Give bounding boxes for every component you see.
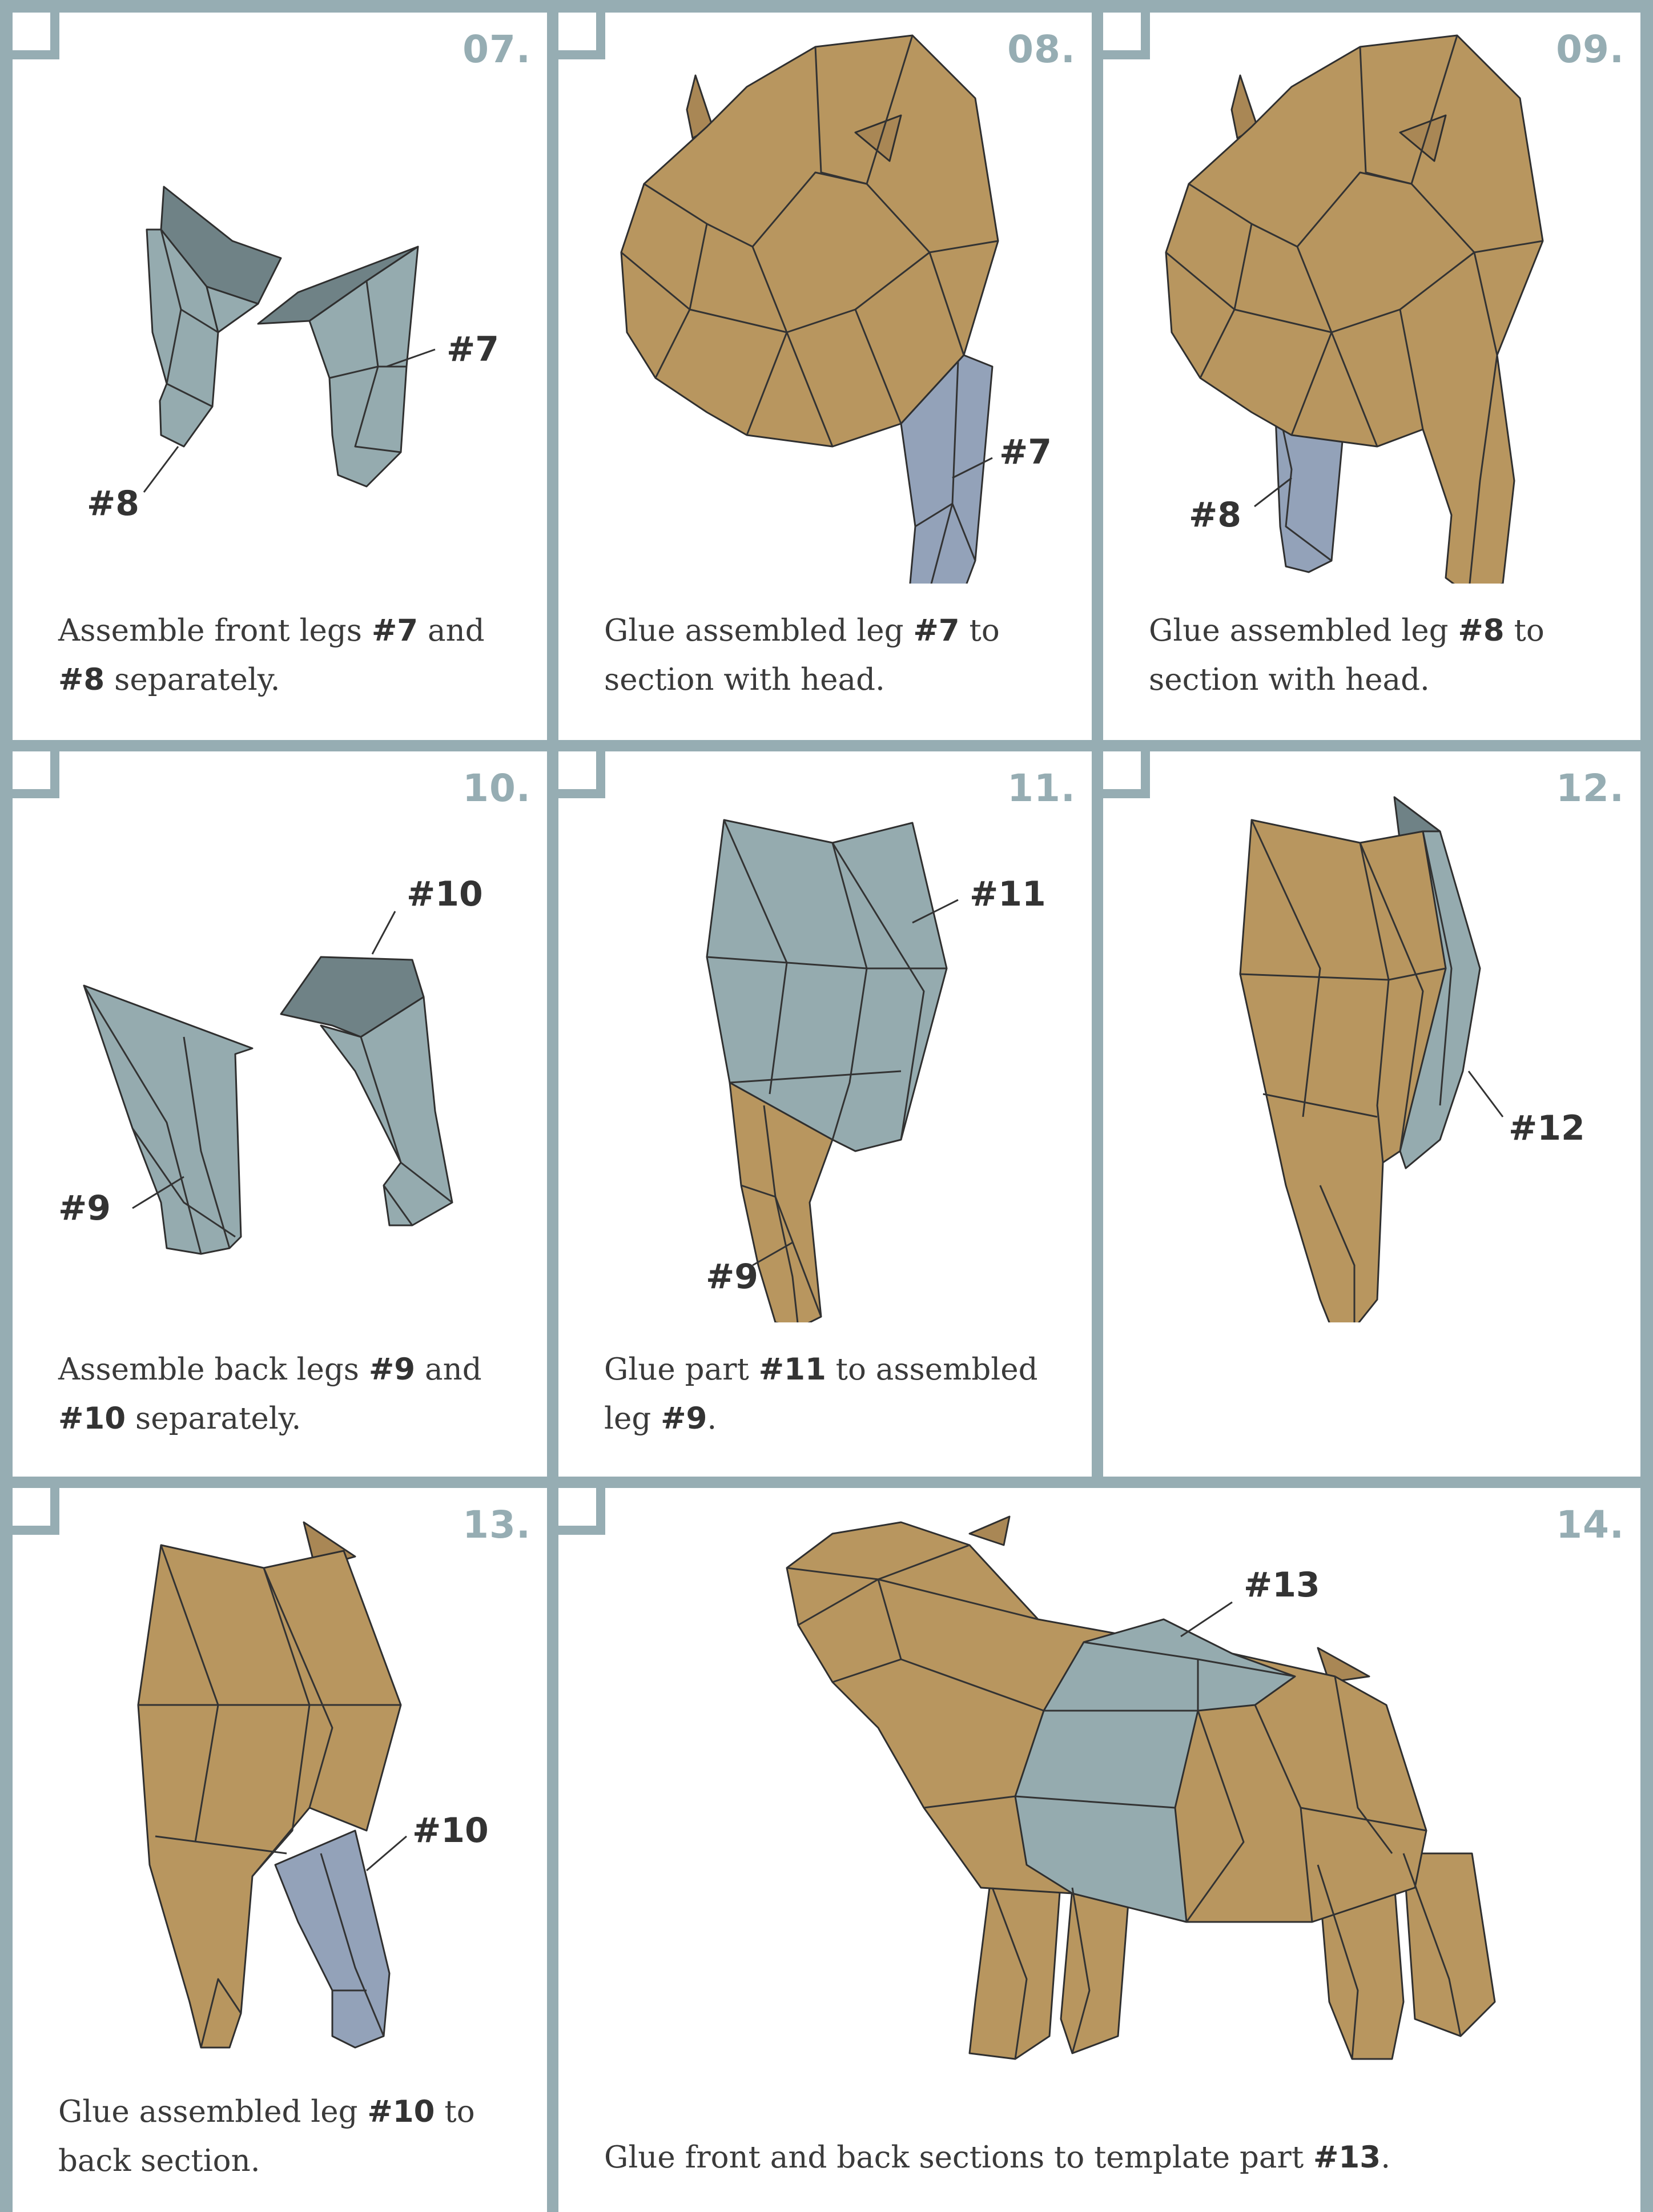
step-08-caption: Glue assembled leg #7 to section with he… xyxy=(604,606,1072,705)
step-13-panel: 13. #10 Glue assembled leg #10 to back s… xyxy=(13,1488,547,2212)
step-10-illustration: #9 #10 xyxy=(13,751,547,1322)
step-14-illustration: #13 xyxy=(558,1488,1640,2088)
step-14-panel: 14. xyxy=(558,1488,1640,2212)
label-part-8: #8 xyxy=(1189,495,1241,535)
step-09-panel: 09. #8 Glue assembled leg #8 to section … xyxy=(1103,13,1640,740)
step-10-panel: 10. #9 #10 Assemble back legs #9 and #10… xyxy=(13,751,547,1477)
label-part-7: #7 xyxy=(999,432,1052,472)
step-07-panel: 07. #7 #8 Assemble front legs #7 and #8 … xyxy=(13,13,547,740)
step-08-illustration: #7 xyxy=(558,13,1092,584)
label-part-9: #9 xyxy=(58,1188,111,1228)
label-part-13: #13 xyxy=(1244,1565,1320,1605)
step-09-illustration: #8 xyxy=(1103,13,1640,584)
step-11-panel: 11. #11 #9 Glue part #11 to assembled le… xyxy=(558,751,1092,1477)
label-part-12: #12 xyxy=(1509,1108,1585,1148)
step-07-caption: Assemble front legs #7 and #8 separately… xyxy=(58,606,515,705)
step-11-caption: Glue part #11 to assembled leg #9. xyxy=(604,1345,1072,1443)
label-part-8: #8 xyxy=(87,484,139,524)
step-09-caption: Glue assembled leg #8 to section with he… xyxy=(1149,606,1623,705)
step-13-illustration: #10 xyxy=(13,1488,547,2059)
step-12-illustration: #12 xyxy=(1103,751,1640,1322)
label-part-9: #9 xyxy=(706,1257,758,1297)
step-08-panel: 08. #7 Glue assembled leg #7 to section … xyxy=(558,13,1092,740)
label-part-10: #10 xyxy=(407,874,483,914)
label-part-10: #10 xyxy=(412,1811,489,1851)
label-part-7: #7 xyxy=(447,329,499,369)
step-13-caption: Glue assembled leg #10 to back section. xyxy=(58,2088,526,2186)
step-11-illustration: #11 #9 xyxy=(558,751,1092,1322)
step-10-caption: Assemble back legs #9 and #10 separately… xyxy=(58,1345,515,1443)
step-12-panel: 12. #12 xyxy=(1103,751,1640,1477)
label-part-11: #11 xyxy=(970,874,1046,914)
step-14-caption: Glue front and back sections to template… xyxy=(604,2133,1575,2182)
step-07-illustration: #7 #8 xyxy=(13,13,547,584)
